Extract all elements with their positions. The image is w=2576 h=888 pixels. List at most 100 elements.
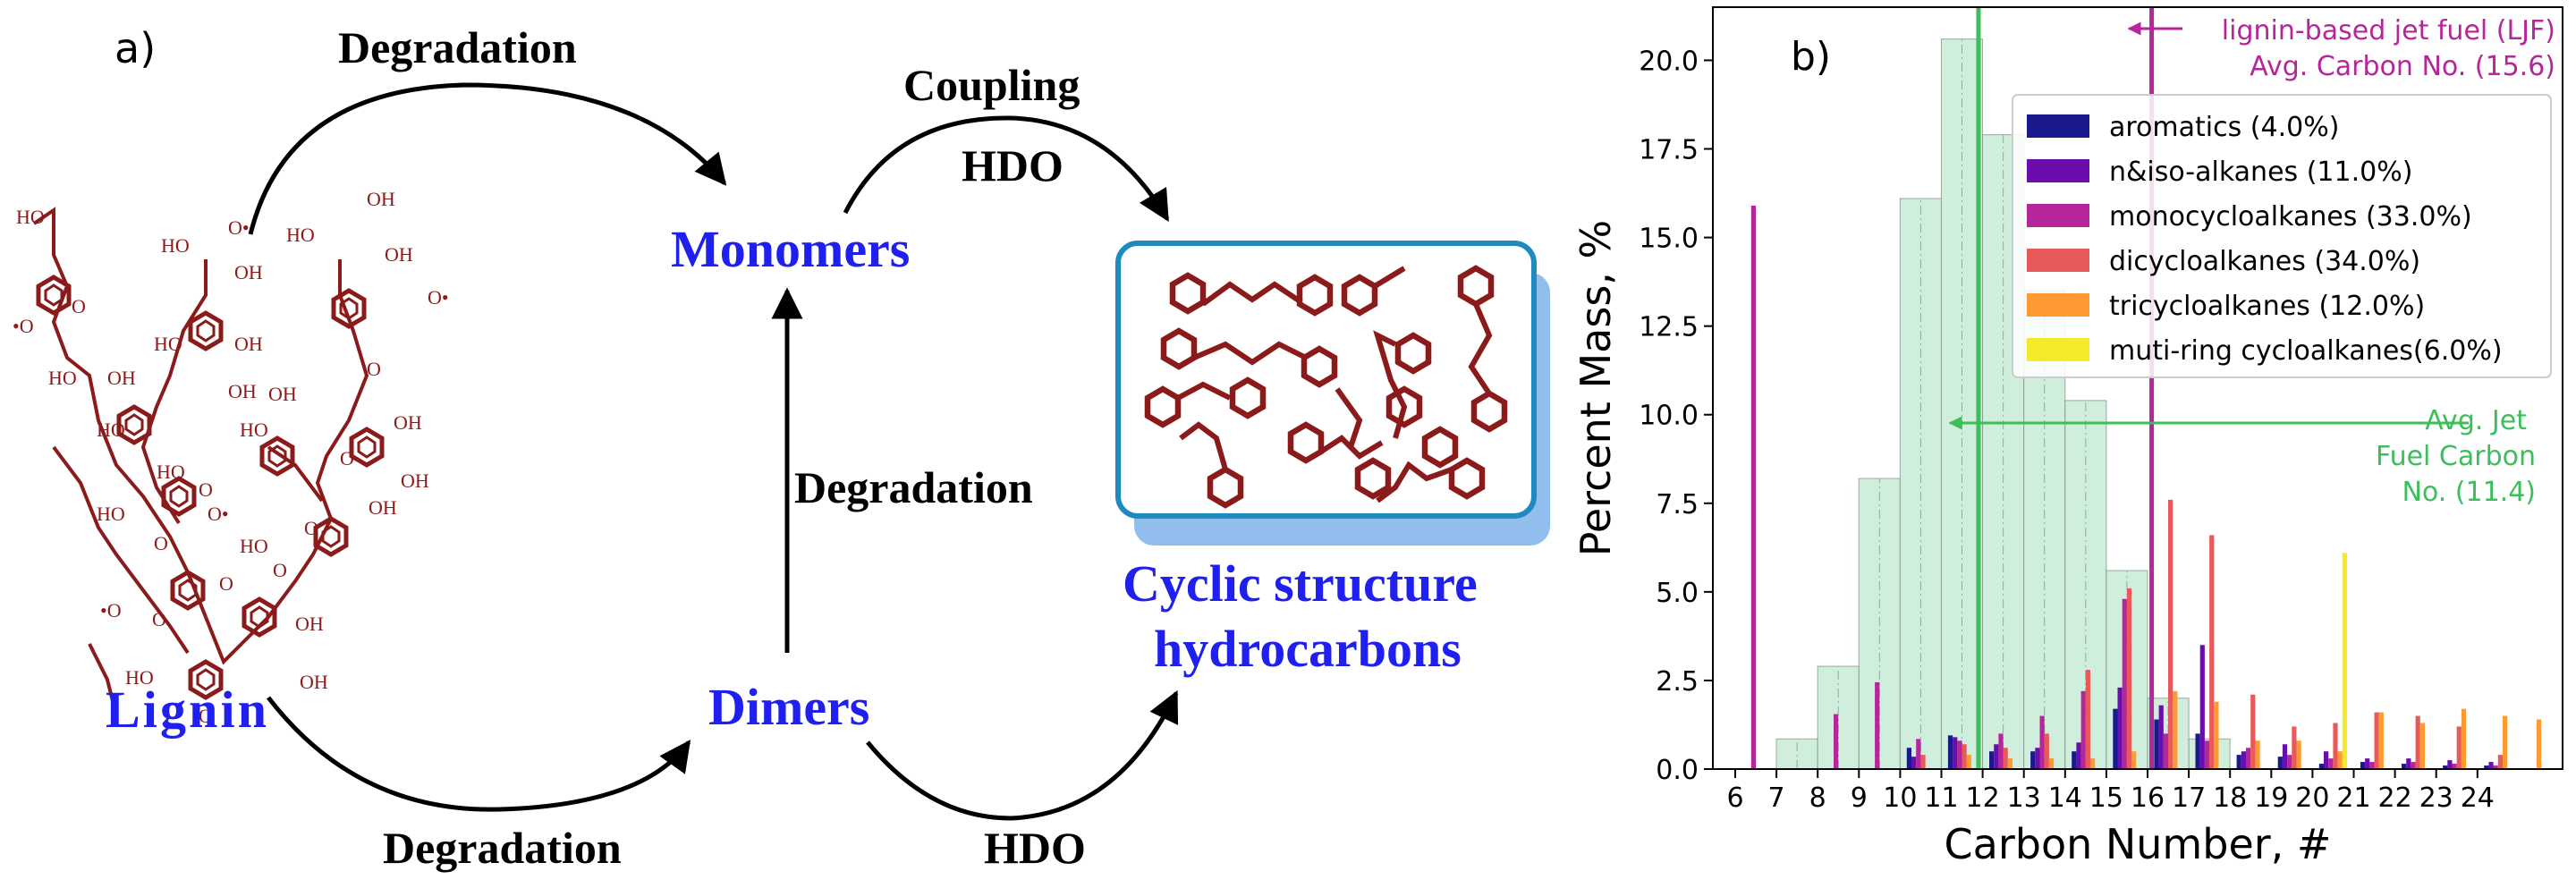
series-bar <box>2443 765 2448 769</box>
svg-text:OH: OH <box>394 411 422 434</box>
x-axis-label: Carbon Number, # <box>1945 820 2332 868</box>
product-label-line2: hydrocarbons <box>1154 620 1462 678</box>
svg-text:HO: HO <box>48 367 77 389</box>
svg-text:•: • <box>206 711 213 733</box>
series-bar <box>2168 499 2174 769</box>
series-bar <box>2003 748 2008 769</box>
monomers-label: Monomers <box>671 220 910 278</box>
panel-a-label: a) <box>114 24 156 72</box>
svg-text:O•: O• <box>228 216 250 239</box>
svg-text:O: O <box>154 532 168 554</box>
series-bar <box>2044 733 2049 769</box>
arrow-lignin-to-monomers <box>248 82 727 235</box>
svg-text:HO: HO <box>240 419 268 441</box>
series-bar <box>2236 755 2241 769</box>
arrow-lignin-to-dimers <box>267 696 691 812</box>
series-bar <box>2090 758 2096 769</box>
series-bar <box>2246 748 2251 769</box>
x-tick-label: 9 <box>1851 782 1868 814</box>
svg-text:O: O <box>367 358 381 380</box>
svg-text:HO: HO <box>16 206 45 228</box>
svg-text:OH: OH <box>234 261 263 283</box>
svg-text:HO: HO <box>286 224 315 246</box>
series-bar <box>1916 739 1921 769</box>
x-tick-label: 18 <box>2213 782 2247 814</box>
lignin-label: Lignin <box>106 681 267 739</box>
x-tick-label: 7 <box>1768 782 1785 814</box>
edge-label-hdo-bottom: HDO <box>984 823 1086 873</box>
svg-text:OH: OH <box>107 367 136 389</box>
svg-text:OH: OH <box>268 383 297 405</box>
svg-text:O: O <box>273 559 287 581</box>
series-bar <box>2080 690 2086 769</box>
jet-annotation-line1: Avg. Jet <box>2425 405 2527 436</box>
ljf-annotation-line2: Avg. Carbon No. (15.6) <box>2250 51 2555 82</box>
series-bar <box>1875 681 1880 769</box>
svg-text:HO: HO <box>125 666 154 689</box>
series-bar <box>2378 712 2384 769</box>
series-bar <box>2250 694 2256 769</box>
x-tick-label: 14 <box>2048 782 2082 814</box>
series-bar <box>2255 740 2260 769</box>
series-bar <box>2406 758 2411 769</box>
series-bar <box>2333 723 2338 769</box>
x-tick-label: 22 <box>2378 782 2412 814</box>
edge-label-hdo-top: HDO <box>962 140 1063 190</box>
series-bar <box>1957 740 1962 769</box>
edge-label-coupling: Coupling <box>903 60 1080 110</box>
series-bar <box>2461 708 2467 769</box>
series-bar <box>2411 762 2416 769</box>
series-bar <box>1998 733 2004 769</box>
y-tick-label: 17.5 <box>1639 135 1699 166</box>
series-bar <box>2536 719 2542 769</box>
series-bar <box>1750 205 1756 770</box>
x-tick-label: 10 <box>1883 782 1917 814</box>
legend-entry-label: tricycloalkanes (12.0%) <box>2109 291 2425 322</box>
series-bar <box>2163 733 2168 769</box>
arrow-dimers-to-products <box>866 689 1179 821</box>
series-bar <box>1834 714 1839 769</box>
series-bar <box>2195 733 2200 769</box>
series-bar <box>2214 701 2219 769</box>
chart-legend: aromatics (4.0%)n&iso-alkanes (11.0%)mon… <box>2012 94 2552 378</box>
edge-label-degradation-top: Degradation <box>338 22 577 72</box>
svg-text:O•: O• <box>428 286 449 309</box>
lignin-structure-drawing <box>32 207 382 716</box>
svg-text:O: O <box>199 705 213 727</box>
x-tick-label: 16 <box>2131 782 2165 814</box>
series-bar <box>2173 690 2178 769</box>
x-tick-label: 24 <box>2461 782 2495 814</box>
series-bar <box>2318 764 2324 769</box>
series-bar <box>2076 742 2081 769</box>
series-bar <box>1947 735 1953 769</box>
series-bar <box>2360 762 2366 769</box>
series-bar <box>2131 751 2137 769</box>
y-tick-label: 5.0 <box>1656 578 1699 609</box>
svg-text:O: O <box>199 478 213 501</box>
legend-swatch <box>2027 293 2089 317</box>
series-bar <box>2503 715 2508 769</box>
series-bar <box>2035 748 2040 769</box>
jet-annotation-line3: No. (11.4) <box>2402 477 2536 508</box>
jet-annotation-line2: Fuel Carbon <box>2376 441 2536 472</box>
edge-label-degradation-middle: Degradation <box>794 462 1033 512</box>
series-bar <box>2030 751 2036 769</box>
series-bar <box>2337 751 2343 769</box>
series-bar <box>2287 755 2292 769</box>
svg-text:•O: •O <box>100 599 122 622</box>
series-bar <box>2447 760 2453 769</box>
x-tick-label: 8 <box>1809 782 1826 814</box>
svg-text:HO: HO <box>240 535 268 557</box>
series-bar <box>2488 762 2494 769</box>
series-bar <box>2204 740 2210 769</box>
svg-text:OH: OH <box>234 333 263 355</box>
legend-swatch <box>2027 249 2089 272</box>
y-tick-label: 7.5 <box>1656 489 1699 520</box>
svg-text:O: O <box>304 517 318 539</box>
legend-box <box>2012 94 2552 378</box>
svg-text:HO: HO <box>97 419 125 441</box>
series-bar <box>2085 670 2090 769</box>
legend-swatch <box>2027 114 2089 138</box>
